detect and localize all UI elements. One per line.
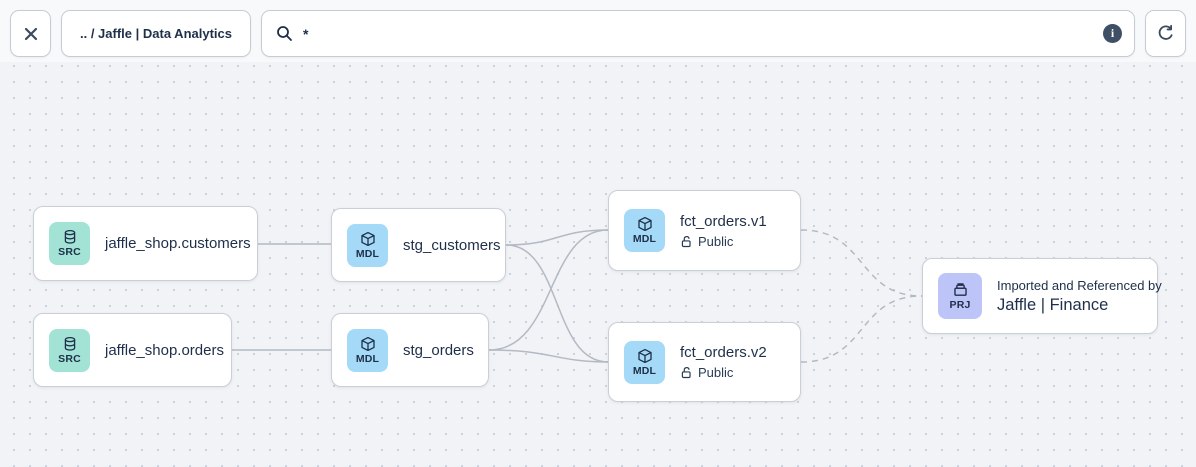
model-badge: MDL <box>624 209 665 252</box>
breadcrumb-label: .. / Jaffle | Data Analytics <box>80 26 232 41</box>
search-icon <box>277 26 292 41</box>
model-badge: MDL <box>347 223 388 267</box>
badge-label: PRJ <box>949 299 971 311</box>
badge-label: MDL <box>632 233 657 245</box>
cube-icon <box>637 216 652 232</box>
database-icon <box>64 229 75 244</box>
node-title: stg_customers <box>403 236 501 254</box>
cube-icon <box>360 336 375 351</box>
project-badge: PRJ <box>938 273 982 319</box>
cube-icon <box>637 348 652 363</box>
close-button[interactable] <box>10 10 51 57</box>
node-title: fct_orders.v2 <box>680 344 767 361</box>
node-stg-orders[interactable]: MDL stg_orders <box>331 313 489 387</box>
breadcrumb-button[interactable]: .. / Jaffle | Data Analytics <box>61 10 251 57</box>
search-box[interactable]: i <box>261 10 1135 57</box>
info-icon[interactable]: i <box>1103 24 1122 43</box>
toolbar: .. / Jaffle | Data Analytics i <box>10 10 1186 57</box>
source-badge: SRC <box>49 222 90 265</box>
node-jaffle-shop-orders[interactable]: SRC jaffle_shop.orders <box>33 313 232 387</box>
close-icon <box>24 27 37 40</box>
refresh-icon <box>1158 24 1173 40</box>
model-badge: MDL <box>624 340 665 384</box>
refresh-button[interactable] <box>1145 10 1186 57</box>
badge-label: SRC <box>58 246 81 258</box>
archive-box-icon <box>953 283 967 296</box>
badge-label: SRC <box>58 352 81 365</box>
cube-icon <box>360 231 375 246</box>
node-title: jaffle_shop.customers <box>105 235 251 252</box>
badge-label: MDL <box>355 247 380 260</box>
badge-label: MDL <box>355 352 380 365</box>
database-icon <box>64 336 75 351</box>
node-fct-orders-v1[interactable]: MDL fct_orders.v1 Public <box>608 190 801 271</box>
lock-open-icon <box>681 235 691 247</box>
source-badge: SRC <box>49 328 90 372</box>
node-title: Jaffle | Finance <box>997 295 1109 314</box>
node-title: jaffle_shop.orders <box>105 341 224 359</box>
node-title: fct_orders.v1 <box>680 212 767 230</box>
node-subtitle: Imported and Referenced by <box>997 277 1162 293</box>
lock-open-icon <box>681 367 691 379</box>
node-title: stg_orders <box>403 341 474 359</box>
node-fct-orders-v2[interactable]: MDL fct_orders.v2 Public <box>608 322 801 402</box>
access-label: Public <box>698 365 734 380</box>
model-badge: MDL <box>347 328 388 372</box>
node-stg-customers[interactable]: MDL stg_customers <box>331 208 506 282</box>
node-project-jaffle-finance[interactable]: PRJ Imported and Referenced by Jaffle | … <box>922 258 1162 334</box>
badge-label: MDL <box>632 364 657 377</box>
search-input[interactable] <box>303 25 1093 42</box>
node-jaffle-shop-customers[interactable]: SRC jaffle_shop.customers <box>33 206 258 281</box>
access-label: Public <box>698 233 734 249</box>
